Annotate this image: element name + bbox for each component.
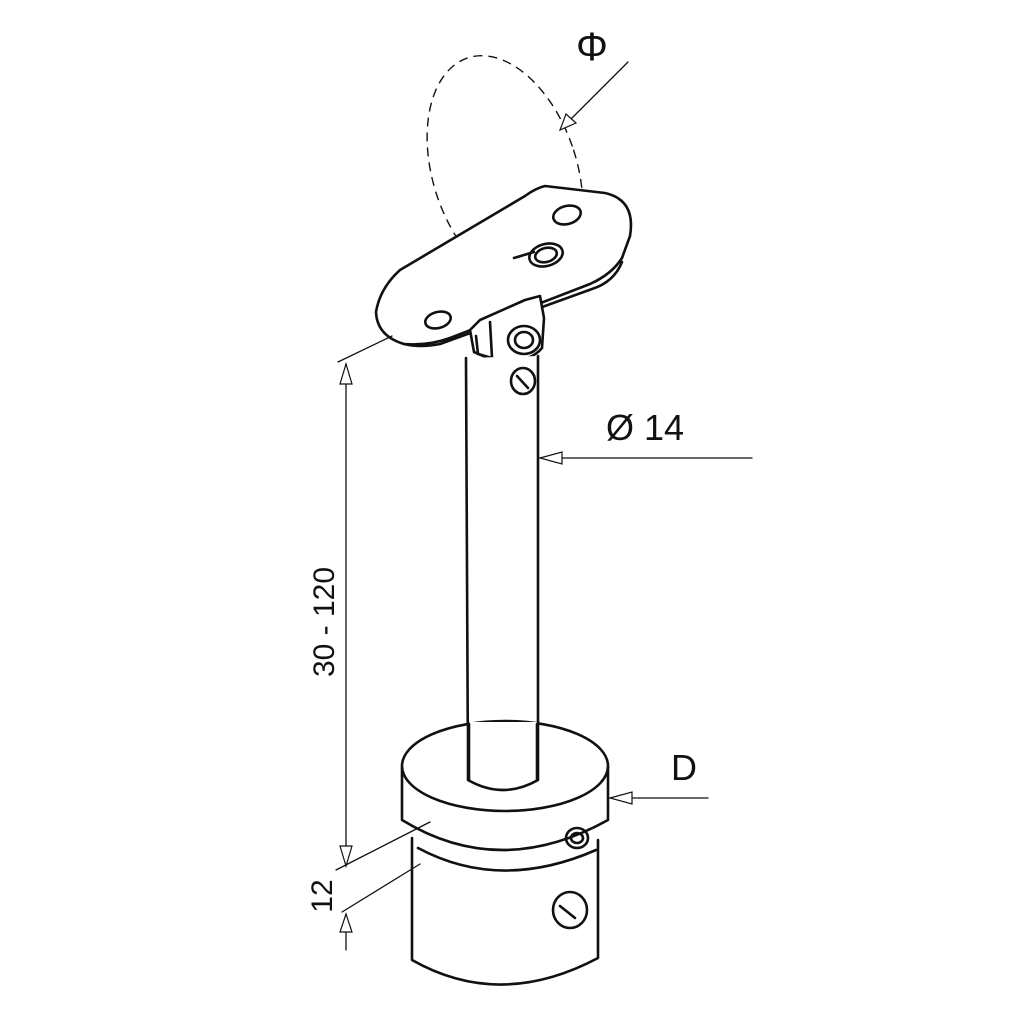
base-diameter-dimension: D [607,747,709,805]
mounting-hole-right [551,204,583,226]
base-screw-upper [564,826,590,850]
base-cup [400,719,610,986]
base-diameter-label: D [671,747,697,788]
top-diameter-label: Φ [576,25,608,69]
center-screw-head [528,242,564,268]
tube-grub-screw [509,366,537,396]
top-diameter-dimension: Φ [558,25,629,132]
height-range-label: 30 - 120 [308,567,341,677]
base-screw-lower [551,890,589,930]
tube-diameter-dimension: Ø 14 [537,407,753,465]
saddle-plate [374,184,633,348]
tube-diameter-label: Ø 14 [606,407,684,448]
height-range-dimension: 30 - 120 [308,335,431,871]
base-height-label: 12 [306,879,339,912]
base-height-dimension: 12 [306,863,421,951]
mounting-hole-left [423,310,453,330]
joint-screw [506,324,542,356]
